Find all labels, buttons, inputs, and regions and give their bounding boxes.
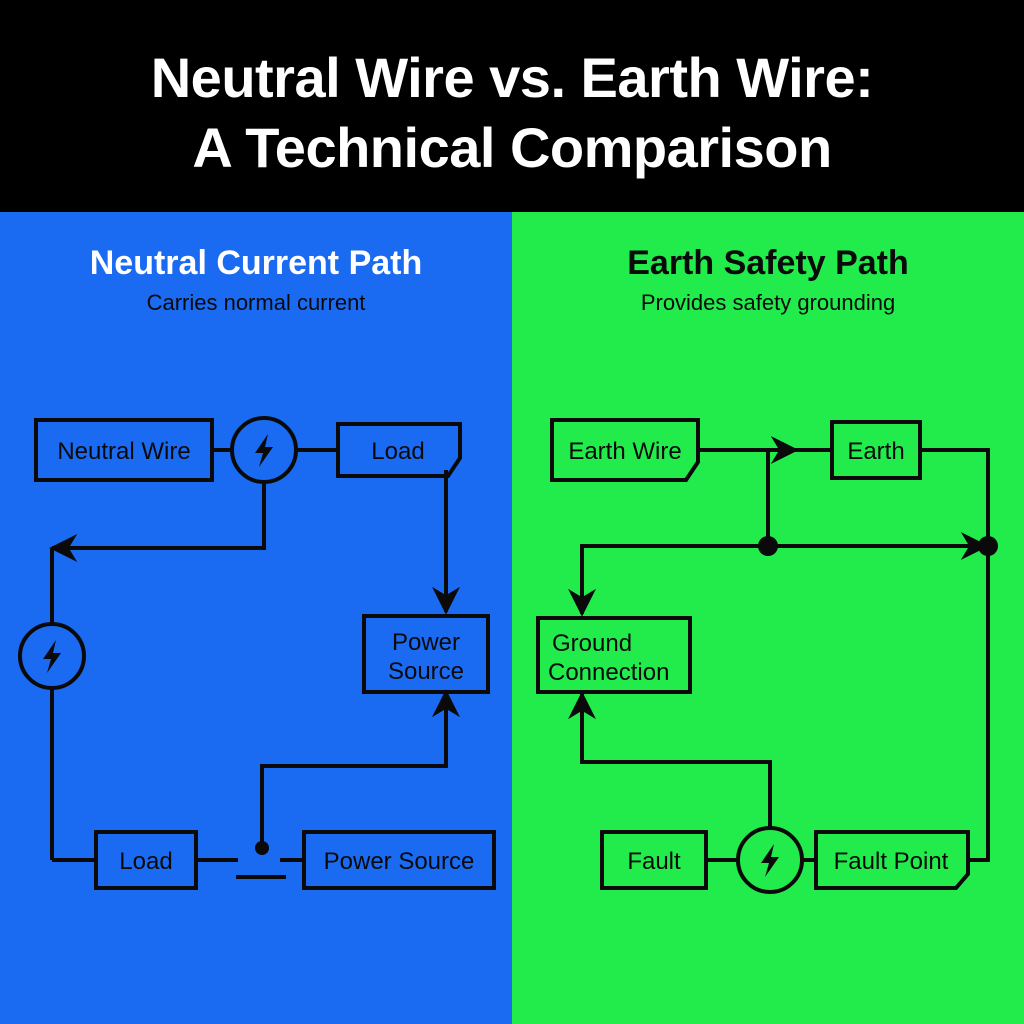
junction-dot: [255, 841, 269, 855]
power-source-label-line-1: Power: [392, 629, 460, 656]
power-source-bottom-box: [302, 830, 496, 890]
earth-panel-title: Earth Safety Path: [627, 244, 909, 282]
load-bottom-box: [94, 830, 198, 890]
ground-connection-label-line-2: Connection: [548, 659, 669, 686]
earth-wire-box: [550, 418, 700, 482]
power-source-bottom-label: Power Source: [324, 848, 475, 875]
page-title-line-1: Neutral Wire vs. Earth Wire:: [150, 46, 874, 109]
lightning-icon: [736, 826, 804, 894]
wire: [920, 448, 990, 862]
neutral-panel-title: Neutral Current Path: [89, 244, 423, 282]
neutral-wire-label: Neutral Wire: [57, 438, 190, 465]
lightning-icon: [230, 416, 298, 484]
wire-arrow: [568, 691, 772, 828]
lightning-icon: [18, 622, 86, 690]
neutral-wire-box: [34, 418, 214, 482]
fault-box: [600, 830, 708, 890]
fault-label: Fault: [627, 848, 681, 875]
wire-arrow: [260, 689, 460, 846]
fault-point-box: [814, 830, 970, 890]
power-source-label-line-2: Source: [388, 658, 464, 685]
earth-label: Earth: [847, 438, 904, 465]
title-bar: Neutral Wire vs. Earth Wire: A Technical…: [0, 0, 1024, 212]
load-bottom-label: Load: [119, 848, 172, 875]
load-top-label: Load: [371, 438, 424, 465]
ground-connection-label-line-1: Ground: [552, 630, 632, 657]
junction-dot: [978, 536, 998, 556]
ground-connection-box: [536, 616, 692, 694]
earth-box: [830, 420, 922, 480]
junction-dot: [758, 536, 778, 556]
earth-wire-label: Earth Wire: [568, 438, 681, 465]
load-top-box: [336, 422, 462, 478]
wire-arrow: [49, 482, 266, 562]
fault-point-label: Fault Point: [834, 848, 949, 875]
page-title-line-2: A Technical Comparison: [192, 116, 832, 179]
neutral-panel-subtitle: Carries normal current: [146, 290, 366, 315]
power-source-box: [362, 614, 490, 694]
earth-panel-subtitle: Provides safety grounding: [640, 290, 896, 315]
wire-arrow: [568, 544, 768, 617]
